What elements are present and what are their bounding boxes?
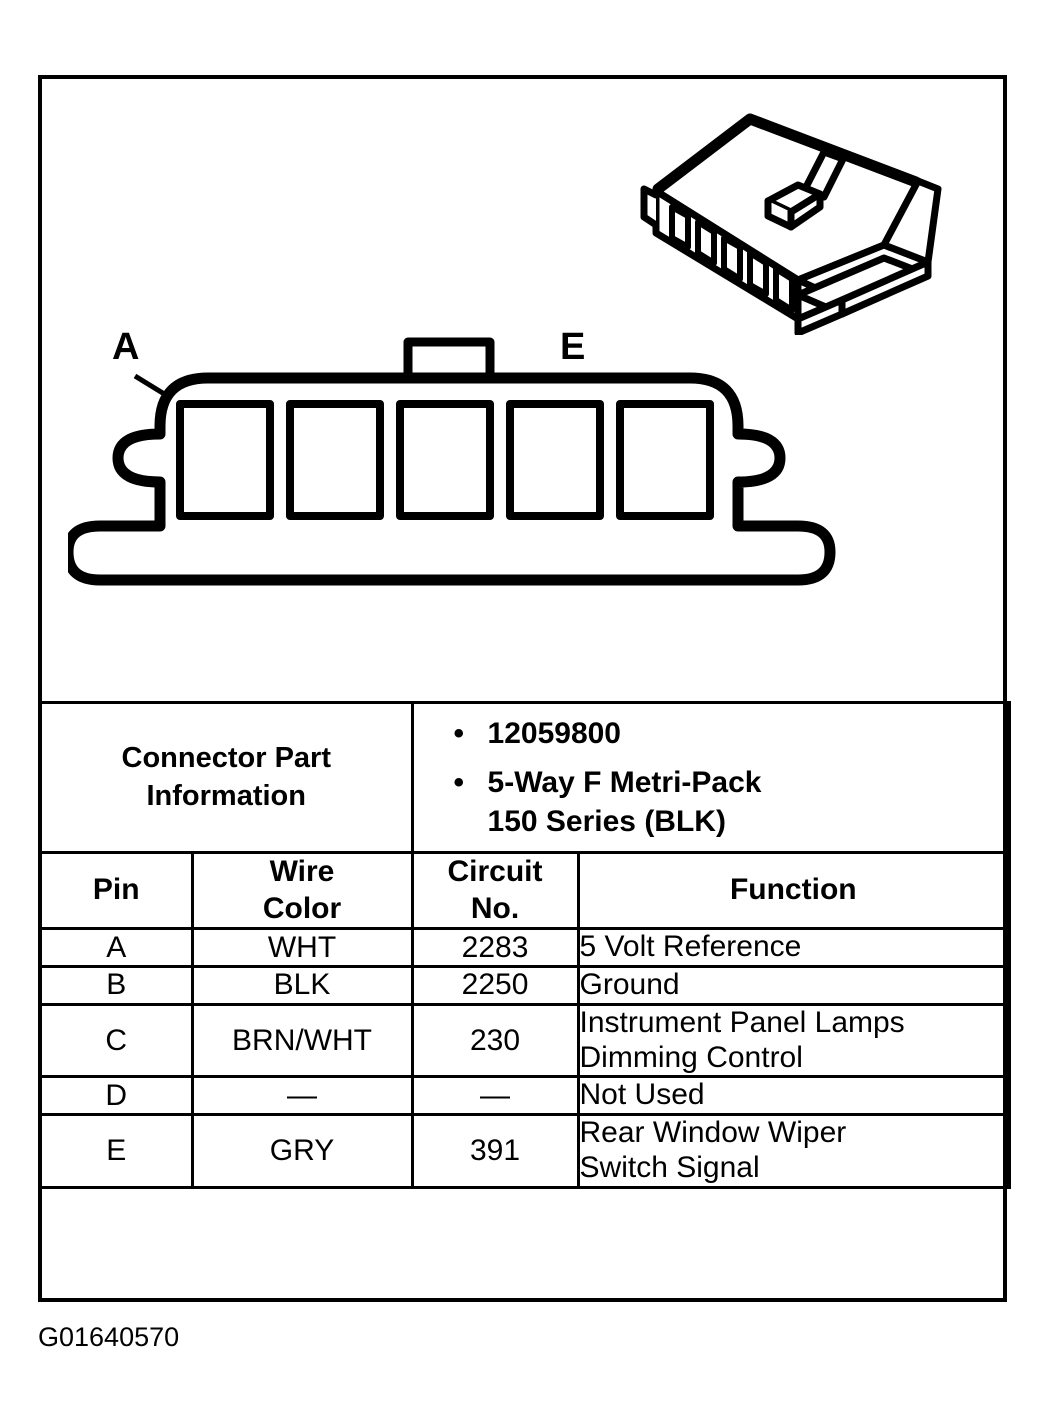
- table-header-row: Pin Wire Color Circuit No. Function: [38, 850, 1012, 931]
- connector-part-information-row: Connector Part Information • 12059800 • …: [37, 701, 1012, 854]
- table-row: A WHT 2283 5 Volt Reference: [38, 927, 1012, 968]
- connector-part-list-item: • 12059800: [454, 714, 1000, 753]
- wire-color-header-line2: Color: [262, 891, 342, 925]
- connector-illustration: A E: [38, 75, 1007, 701]
- bullet-icon: •: [453, 766, 465, 799]
- cell-function: 5 Volt Reference: [576, 927, 1012, 968]
- cavity-1: [176, 400, 274, 520]
- cell-wire-color: WHT: [190, 927, 414, 968]
- cell-wire-color: —: [190, 1075, 414, 1117]
- cavity-4: [506, 400, 604, 520]
- callout-label-e: E: [560, 326, 586, 368]
- figure-id-label: G01640570: [38, 1322, 180, 1352]
- function-line2: Switch Signal: [579, 1150, 760, 1184]
- cavity-3: [396, 400, 494, 520]
- cpi-label-line2: Information: [146, 779, 307, 812]
- cell-pin: E: [38, 1113, 194, 1189]
- cell-pin: A: [38, 927, 194, 968]
- connector-info-table: Connector Part Information • 12059800 • …: [37, 701, 1012, 1189]
- cell-wire-color: GRY: [190, 1113, 414, 1189]
- diagram-border-frame: [38, 75, 1007, 1302]
- function-line1: Not Used: [579, 1078, 705, 1112]
- table-row: C BRN/WHT 230 Instrument Panel Lamps Dim…: [38, 1002, 1012, 1079]
- cell-circuit-no: 230: [410, 1002, 580, 1079]
- cell-function: Not Used: [576, 1075, 1012, 1117]
- function-line1: 5 Volt Reference: [579, 930, 802, 964]
- callout-label-a: A: [112, 326, 140, 368]
- cell-function: Rear Window Wiper Switch Signal: [576, 1113, 1012, 1189]
- cell-pin: C: [38, 1002, 194, 1079]
- column-header-circuit-no: Circuit No.: [410, 850, 580, 931]
- cell-circuit-no: 2283: [410, 927, 580, 968]
- table-row: D — — Not Used: [38, 1075, 1012, 1117]
- column-header-function: Function: [576, 850, 1012, 931]
- table-row: E GRY 391 Rear Window Wiper Switch Signa…: [38, 1113, 1012, 1189]
- connector-part-number: 12059800: [487, 717, 621, 750]
- cell-pin: B: [38, 964, 194, 1006]
- function-line1: Rear Window Wiper: [579, 1116, 847, 1150]
- bullet-icon: •: [453, 717, 465, 750]
- function-line2: Dimming Control: [579, 1040, 803, 1074]
- connector-part-list-item: • 5-Way F Metri-Pack 150 Series (BLK): [454, 763, 1000, 841]
- function-line1: Instrument Panel Lamps: [579, 1005, 905, 1039]
- connector-isometric-view: [640, 113, 942, 335]
- table-row: B BLK 2250 Ground: [38, 964, 1012, 1006]
- cell-circuit-no: —: [410, 1075, 580, 1117]
- cavity-5: [616, 400, 714, 520]
- connector-front-view: [68, 337, 836, 586]
- circuit-no-header-line1: Circuit: [447, 855, 543, 888]
- cell-circuit-no: 2250: [410, 964, 580, 1006]
- cell-wire-color: BLK: [190, 964, 414, 1006]
- cpi-label-line1: Connector Part: [121, 742, 331, 775]
- connector-part-desc-line1: 5-Way F Metri-Pack: [487, 766, 762, 799]
- cavity-2: [286, 400, 384, 520]
- cell-pin: D: [38, 1075, 194, 1117]
- cell-wire-color: BRN/WHT: [190, 1002, 414, 1079]
- connector-part-desc-line2: 150 Series (BLK): [487, 805, 726, 838]
- cell-function: Instrument Panel Lamps Dimming Control: [576, 1002, 1012, 1079]
- cell-function: Ground: [576, 964, 1012, 1006]
- wire-color-header-line1: Wire: [269, 855, 335, 888]
- column-header-wire-color: Wire Color: [190, 850, 414, 931]
- cell-circuit-no: 391: [410, 1113, 580, 1189]
- column-header-pin: Pin: [38, 850, 194, 931]
- circuit-no-header-line2: No.: [470, 891, 520, 925]
- connector-part-list: • 12059800 • 5-Way F Metri-Pack 150 Seri…: [414, 704, 1008, 851]
- function-line1: Ground: [579, 967, 680, 1001]
- connector-part-information-value: • 12059800 • 5-Way F Metri-Pack 150 Seri…: [410, 701, 1012, 854]
- connector-part-information-label: Connector Part Information: [37, 701, 414, 854]
